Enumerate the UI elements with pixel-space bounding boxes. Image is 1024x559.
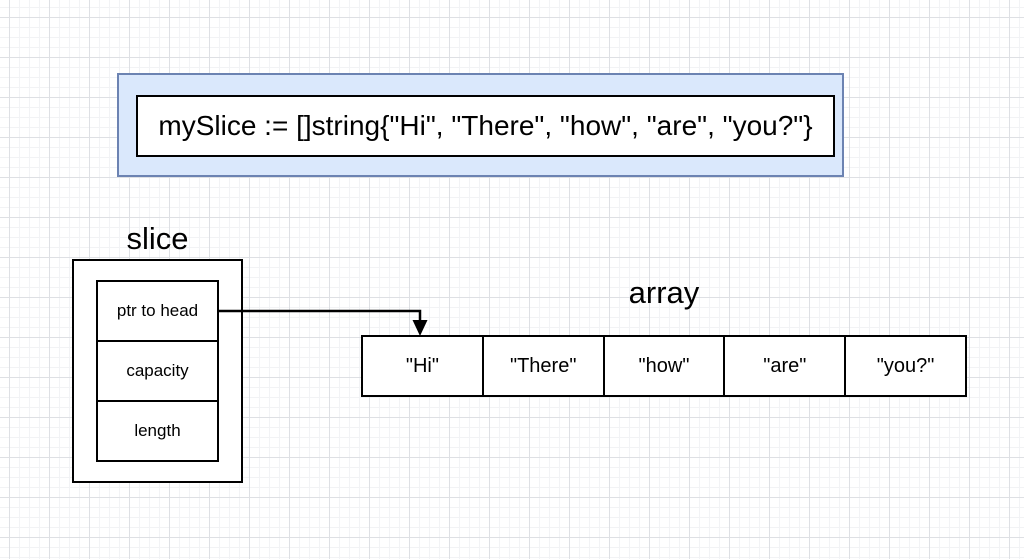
array-box[interactable]: "Hi" "There" "how" "are" "you?" — [361, 335, 967, 397]
slice-outer-box[interactable]: ptr to head capacity length — [72, 259, 243, 483]
code-text: mySlice := []string{"Hi", "There", "how"… — [158, 110, 813, 141]
pointer-arrow-line — [219, 309, 422, 322]
array-cell-2[interactable]: "how" — [602, 337, 724, 395]
array-cell-label: "are" — [763, 354, 807, 377]
code-box[interactable]: mySlice := []string{"Hi", "There", "how"… — [136, 95, 835, 157]
slice-field-capacity[interactable]: capacity — [98, 340, 217, 400]
slice-field-label: ptr to head — [116, 301, 199, 320]
array-cell-4[interactable]: "you?" — [844, 337, 965, 395]
slice-field-label: capacity — [126, 361, 189, 380]
pointer-arrowhead-icon — [412, 320, 428, 336]
array-cell-0[interactable]: "Hi" — [363, 337, 482, 395]
array-cell-1[interactable]: "There" — [481, 337, 603, 395]
slice-field-length[interactable]: length — [98, 400, 217, 460]
slice-field-ptr-to-head[interactable]: ptr to head — [98, 282, 217, 340]
array-cell-label: "There" — [509, 354, 577, 377]
slice-struct-box[interactable]: ptr to head capacity length — [96, 280, 219, 462]
array-label[interactable]: array — [628, 275, 700, 310]
slice-field-label: length — [134, 421, 181, 440]
array-cell-label: "you?" — [876, 354, 935, 377]
slice-label[interactable]: slice — [126, 221, 189, 256]
array-cell-label: "Hi" — [405, 354, 439, 377]
array-cell-label: "how" — [638, 354, 690, 377]
code-container-box[interactable]: mySlice := []string{"Hi", "There", "how"… — [117, 73, 844, 177]
array-cell-3[interactable]: "are" — [723, 337, 844, 395]
